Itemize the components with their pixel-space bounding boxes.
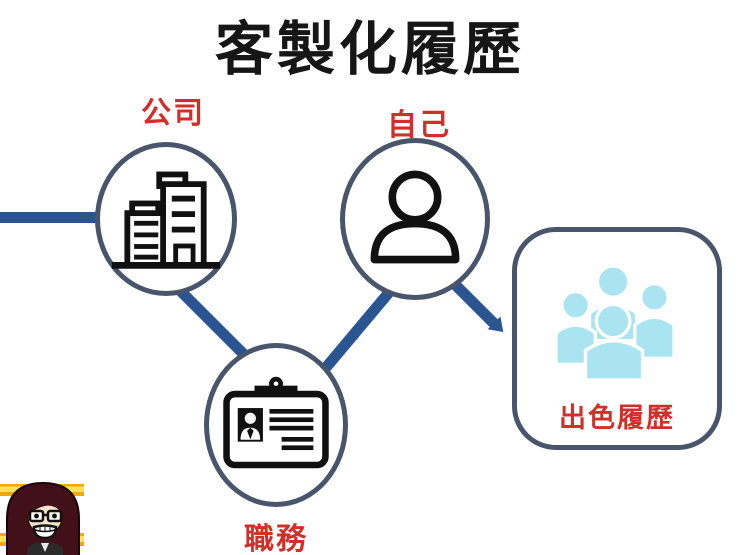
label-result: 出色履歷 [559,403,675,433]
id-badge-icon [220,375,332,476]
node-company [95,142,237,296]
label-company: 公司 [141,97,205,130]
person-icon [363,163,467,276]
label-job: 職務 [244,523,308,555]
building-icon [108,162,224,277]
connector-company-to-job [174,284,250,361]
node-self [340,138,490,300]
label-self: 自己 [387,109,451,142]
connector-left-edge [0,212,100,223]
people-group-icon [554,264,676,382]
connector-job-to-self [321,285,396,372]
arrow-right-icon [487,316,510,339]
node-job [204,343,348,507]
node-result: 出色履歷 [512,227,722,450]
page-title: 客製化履歷 [214,17,525,82]
cartoon-avatar [1,477,85,555]
